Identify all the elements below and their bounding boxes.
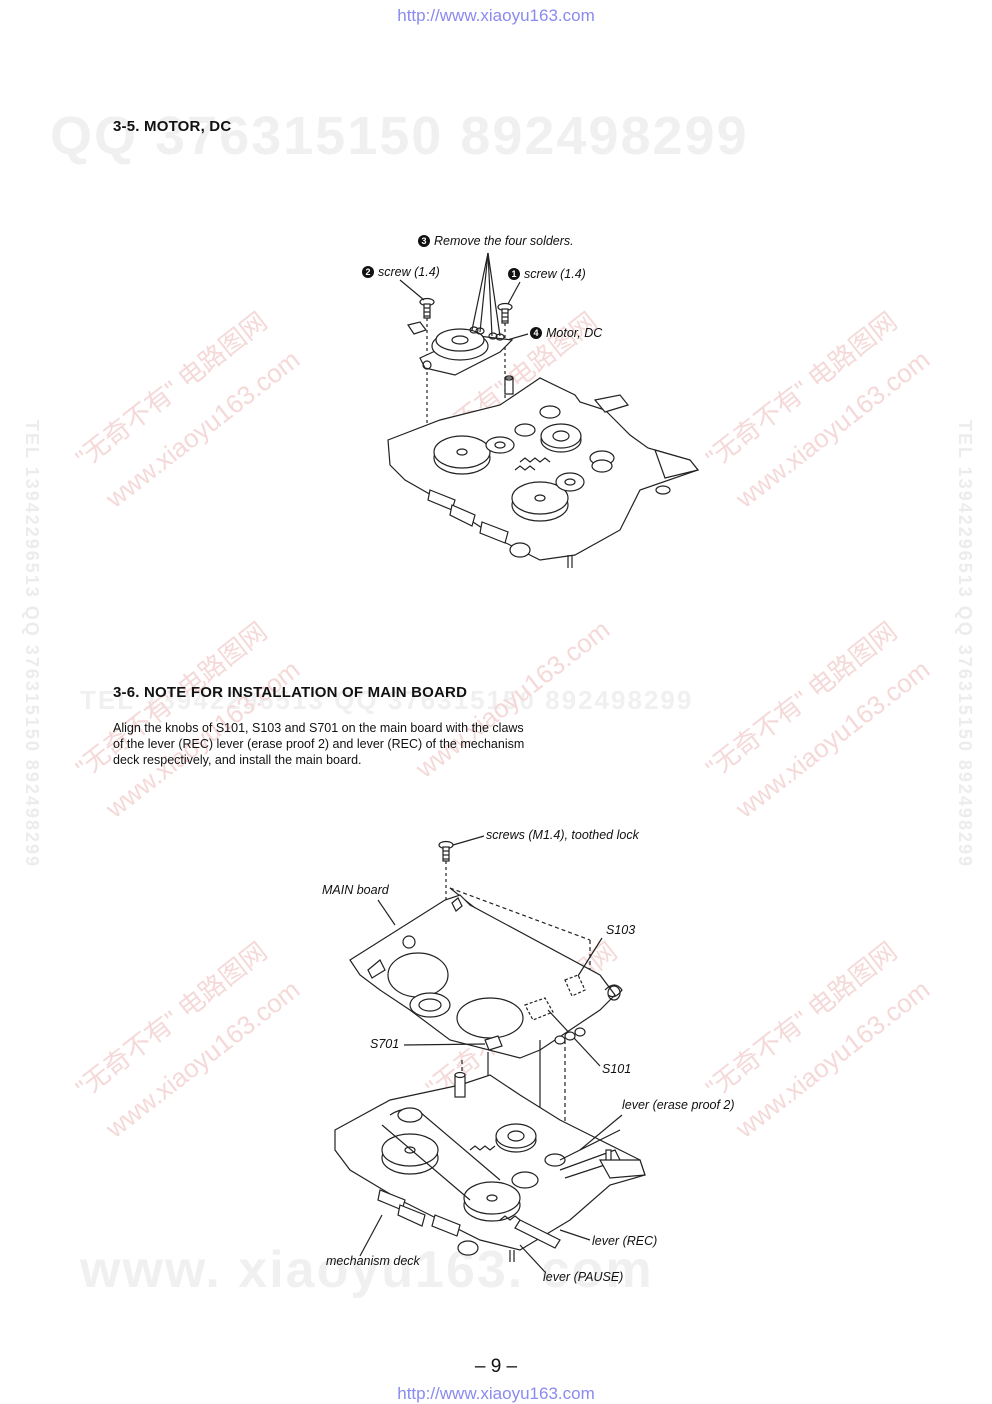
- step-number-2: 2: [362, 266, 374, 278]
- label-s701: S701: [370, 1037, 400, 1051]
- motor-dc-diagram: [387, 252, 700, 568]
- watermark-site: www. xiaoyu163. com: [80, 1241, 654, 1299]
- watermark-qq: QQ 376315150 892498299: [50, 106, 749, 166]
- label-lever-pause: lever (PAUSE): [543, 1270, 624, 1284]
- label-screw-2-text: screw (1.4): [378, 265, 440, 279]
- label-remove-solders-text: Remove the four solders.: [434, 234, 574, 248]
- label-s101: S101: [602, 1062, 632, 1076]
- label-s103: S103: [606, 923, 636, 937]
- label-screw-1-text: screw (1.4): [524, 267, 586, 281]
- step-number-4: 4: [530, 327, 542, 339]
- page-number: – 9 –: [474, 1356, 518, 1377]
- label-mechanism-deck: mechanism deck: [326, 1254, 420, 1268]
- watermark-tel-horizontal: TEL 13942296513 QQ 376315150 892498299: [80, 685, 694, 715]
- source-url-bottom[interactable]: http://www.xiaoyu163.com: [397, 1384, 595, 1403]
- label-motor-dc: 4 Motor, DC: [530, 326, 602, 340]
- label-lever-rec: lever (REC): [592, 1234, 658, 1248]
- section-heading-motor-dc: 3-5. MOTOR, DC: [113, 118, 232, 135]
- label-main-board: MAIN board: [322, 883, 389, 897]
- label-screws-toothed-lock: screws (M1.4), toothed lock: [486, 828, 639, 842]
- section-body-text: Align the knobs of S101, S103 and S701 o…: [113, 721, 525, 767]
- section-heading-main-board: 3-6. NOTE FOR INSTALLATION OF MAIN BOARD: [113, 684, 468, 701]
- source-url-top[interactable]: http://www.xiaoyu163.com: [397, 6, 595, 25]
- label-screw-2: 2 screw (1.4): [362, 265, 440, 279]
- label-lever-erase-proof: lever (erase proof 2): [622, 1098, 735, 1112]
- label-motor-dc-text: Motor, DC: [546, 326, 603, 340]
- main-board-installation-diagram: [334, 835, 646, 1273]
- label-remove-solders: 3 Remove the four solders.: [418, 234, 574, 248]
- step-number-3: 3: [418, 235, 430, 247]
- step-number-1: 1: [508, 268, 520, 280]
- label-screw-1: 1 screw (1.4): [508, 267, 586, 281]
